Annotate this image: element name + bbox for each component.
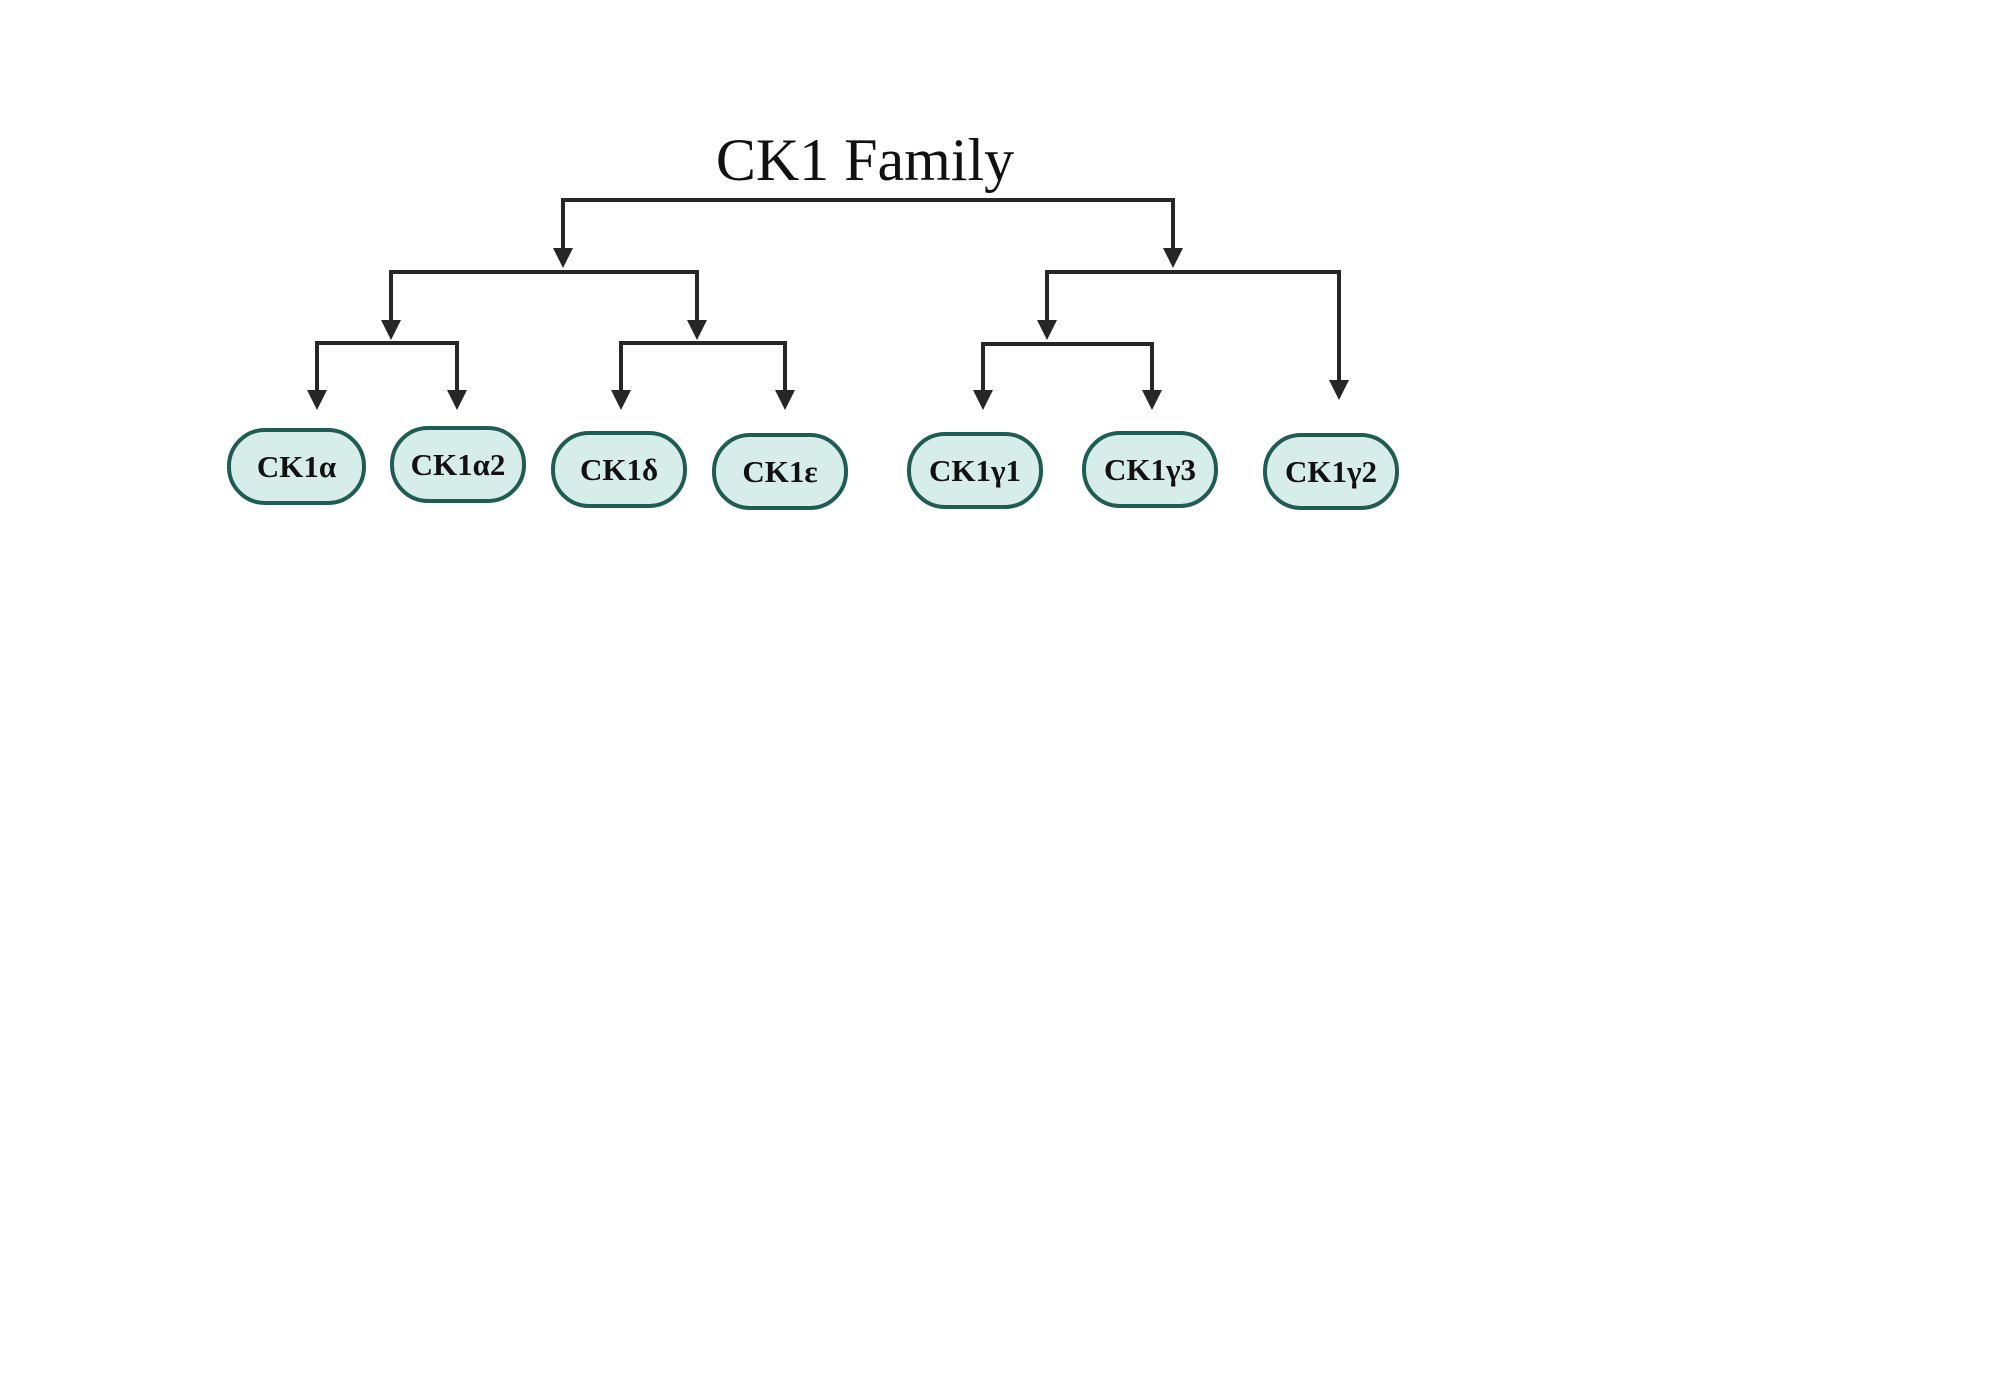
node-ck1-alpha2: CK1α2 <box>390 426 526 503</box>
arrowhead <box>611 390 631 410</box>
root-bracket <box>561 198 1175 250</box>
node-ck1-gamma3: CK1γ3 <box>1082 431 1218 508</box>
arrowhead <box>1037 320 1057 340</box>
ck1-alpha-delta-bracket <box>389 270 699 322</box>
node-ck1-alpha: CK1α <box>227 428 366 505</box>
arrowhead <box>307 390 327 410</box>
ck1-delta-epsilon-bracket <box>619 341 787 392</box>
arrowhead <box>1163 248 1183 268</box>
node-ck1-gamma1: CK1γ1 <box>907 432 1043 509</box>
arrowhead <box>447 390 467 410</box>
arrowhead <box>381 320 401 340</box>
arrowhead <box>1142 390 1162 410</box>
arrowhead <box>775 390 795 410</box>
node-ck1-delta: CK1δ <box>551 431 687 508</box>
diagram-title: CK1 Family <box>715 127 1015 193</box>
ck1-gamma-bracket <box>1045 270 1341 382</box>
node-ck1-gamma2: CK1γ2 <box>1263 433 1399 510</box>
ck1-alpha-bracket <box>315 341 459 392</box>
ck1-gamma1-gamma3-bracket <box>981 342 1154 392</box>
arrowhead <box>553 248 573 268</box>
arrowhead <box>687 320 707 340</box>
arrowhead <box>1329 380 1349 400</box>
arrowhead <box>973 390 993 410</box>
node-ck1-epsilon: CK1ε <box>712 433 848 510</box>
